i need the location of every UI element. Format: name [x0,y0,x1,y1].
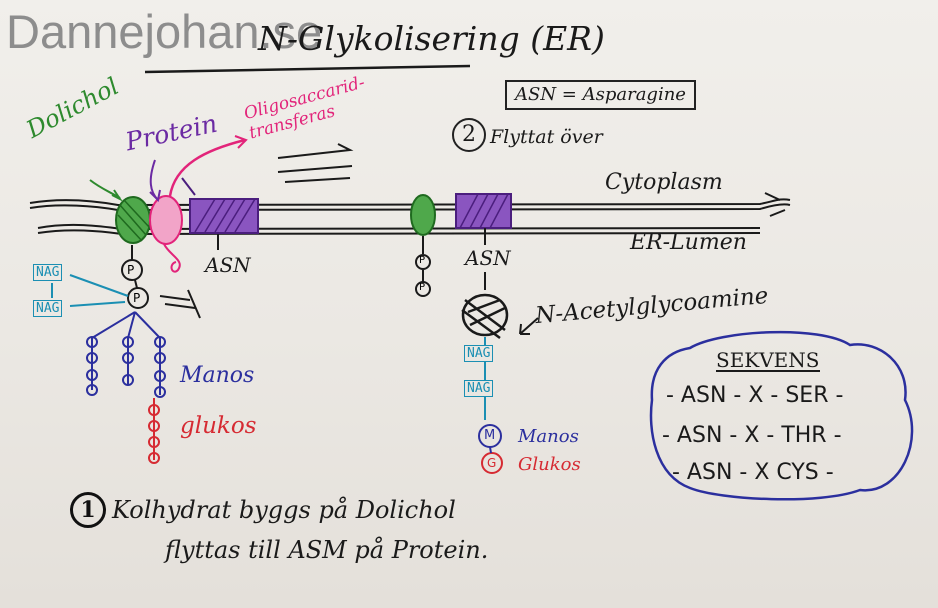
nag-left-2: NAG [33,300,63,317]
manos-right-label: Manos [518,426,579,447]
n-acetyl-scribble [461,293,509,340]
title-underline [144,64,471,74]
asn-left-label: ASN [205,253,251,277]
sekvens-title: SEKVENS [716,348,820,372]
phosphate-2 [127,287,149,309]
dolichol-left-hatch [117,199,151,242]
dolichol-right-shape [410,194,436,236]
cytoplasm-label: Cytoplasm [605,170,723,195]
sekvens-line-2: - ASN - X - THR - [662,423,842,448]
er-lumen-label: ER-Lumen [630,230,747,255]
equilibrium-arrow [277,143,354,183]
protein-left-hatch [194,198,256,233]
transferase-tail [163,243,181,273]
phosphate-3-label: P [419,255,426,266]
manos-left-label: Manos [180,363,255,388]
glukos-right-circle [481,452,503,474]
step-2-text: Flyttat över [490,126,603,148]
glukos-chain-left [148,398,160,464]
manos-right-symbol: M [484,428,496,443]
sekvens-outline [649,330,914,501]
page-title: N-Glykolisering (ER) [258,19,605,58]
dolichol-arrow [89,179,121,199]
transferase-arrow [168,138,246,197]
step-1-number: 1 [70,492,106,528]
step-1-line-2: flyttas till ASM på Protein. [165,536,489,564]
step-2-number: 2 [452,118,486,152]
n-acetyl-arrow [519,317,539,335]
step-1-line-1: Kolhydrat byggs på Dolichol [112,496,456,524]
glukos-right-label: Glukos [518,454,581,475]
sekvens-line-3: - ASN - X CYS - [672,460,834,485]
watermark: Dannejohan.se [6,5,323,58]
manos-tree [86,311,166,398]
protein-left-shape [189,198,259,234]
transferase-shape [149,195,183,245]
phosphate-2-label: P [133,291,141,305]
phosphate-4-label: P [419,282,426,293]
nag-right-2: NAG [464,380,494,397]
asn-right-label: ASN [465,246,511,270]
nag-right-1: NAG [464,345,494,362]
glukos-left-label: glukos [180,413,257,439]
phosphate-1-label: P [127,263,135,277]
glukos-right-symbol: G [487,456,497,470]
sekvens-line-1: - ASN - X - SER - [666,383,844,408]
asn-definition-box: ASN = Asparagine [505,80,696,110]
small-equilibrium-arrow [159,289,201,319]
nag-left-1: NAG [33,264,63,281]
